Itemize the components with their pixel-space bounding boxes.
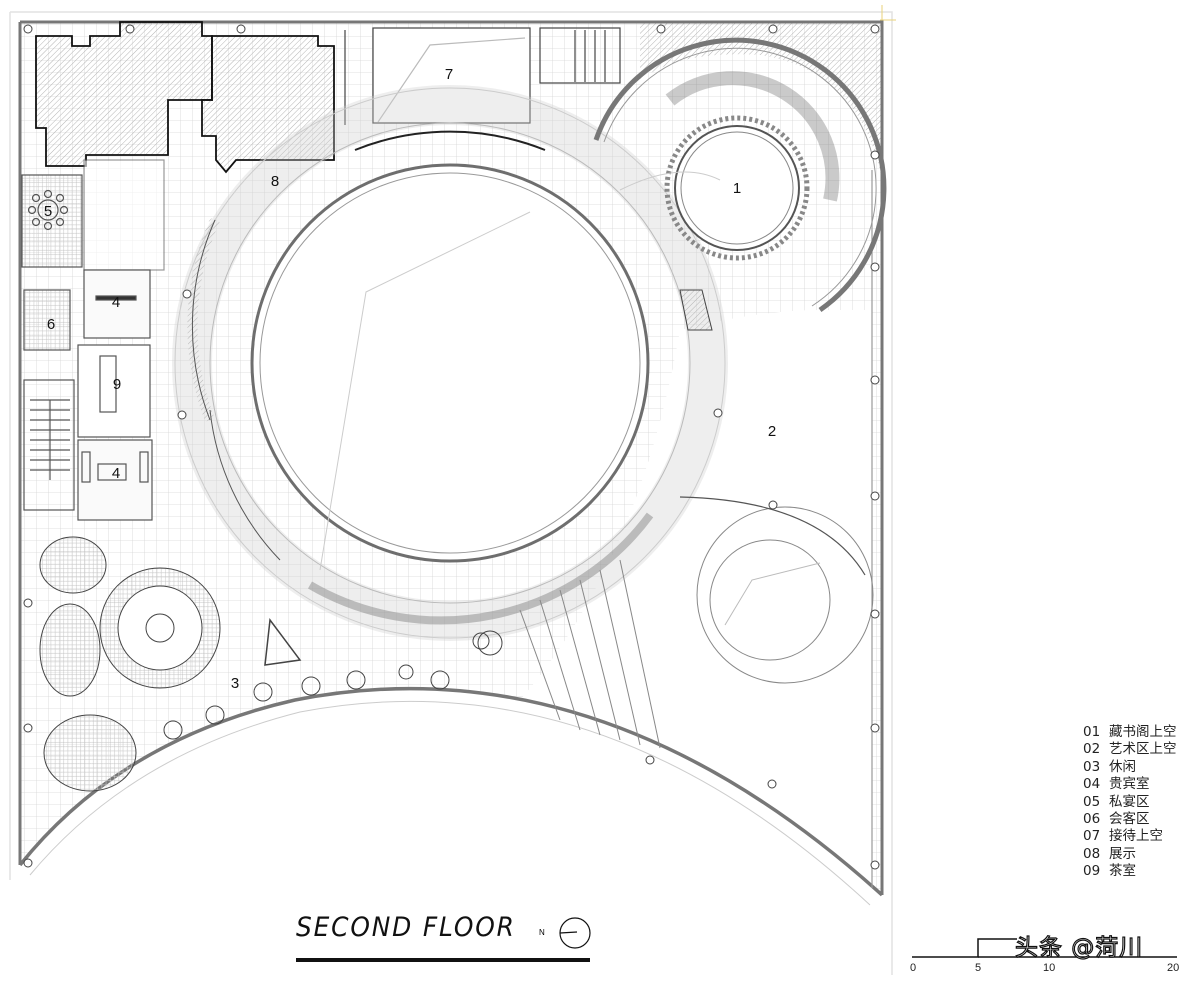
room-label-4: 4 — [112, 294, 120, 311]
room-label-4: 4 — [112, 465, 120, 482]
scale-bar-graphic — [912, 938, 1177, 958]
legend-item: 01 藏书阁上空 — [1083, 724, 1177, 741]
room-label-1: 1 — [733, 180, 741, 197]
legend-item: 05 私宴区 — [1083, 794, 1177, 811]
legend-item: 07 接待上空 — [1083, 828, 1177, 845]
legend-item-label: 休闲 — [1109, 758, 1136, 775]
scale-tick-5: 5 — [975, 962, 982, 974]
drawing-title: SECOND FLOOR — [296, 912, 516, 943]
room-label-8: 8 — [271, 173, 279, 190]
room-label-9: 9 — [113, 376, 121, 393]
legend-item-label: 茶室 — [1109, 863, 1136, 880]
legend-item-number: 03 — [1083, 758, 1101, 775]
legend-item-number: 02 — [1083, 741, 1101, 758]
legend-item-number: 06 — [1083, 811, 1101, 828]
north-arrow-icon — [559, 917, 591, 949]
legend-item-label: 接待上空 — [1109, 828, 1163, 845]
legend-item-number: 09 — [1083, 863, 1101, 880]
room-label-7: 7 — [445, 66, 453, 83]
legend-item-number: 04 — [1083, 776, 1101, 793]
legend-item-number: 01 — [1083, 724, 1101, 740]
service-block-left — [35, 21, 335, 174]
legend-item-label: 藏书阁上空 — [1109, 724, 1177, 740]
legend-item-label: 私宴区 — [1109, 793, 1150, 810]
scale-tick-0: 0 — [910, 962, 917, 974]
central-atrium — [172, 85, 728, 641]
room-label-3: 3 — [231, 675, 239, 692]
room-label-2: 2 — [768, 423, 776, 440]
north-label: N — [539, 928, 545, 937]
watermark: 头条 @菏川 — [1014, 934, 1144, 961]
legend-item: 03 休闲 — [1083, 759, 1177, 776]
legend-item-number: 07 — [1083, 828, 1101, 845]
legend-item-number: 08 — [1083, 845, 1101, 862]
drawing-title-block: SECOND FLOOR — [296, 912, 590, 962]
legend-item: 08 展示 — [1083, 846, 1177, 863]
room-label-6: 6 — [47, 316, 55, 333]
legend-item-label: 会客区 — [1109, 811, 1150, 828]
scale-bar: 0 5 10 20 — [905, 930, 1195, 988]
leisure-furniture — [39, 536, 503, 792]
legend-item: 06 会客区 — [1083, 811, 1177, 828]
legend-item-label: 展示 — [1109, 845, 1136, 862]
scale-tick-20: 20 — [1167, 962, 1180, 974]
legend-item-label: 贵宾室 — [1109, 776, 1150, 793]
art-area-stage — [519, 496, 874, 749]
structural-columns — [23, 24, 880, 870]
legend-item: 02 艺术区上空 — [1083, 741, 1177, 758]
legend-item: 09 茶室 — [1083, 863, 1177, 880]
library-void — [593, 37, 887, 331]
room-labels: 1 2 3 4 4 5 6 7 8 9 — [44, 66, 776, 692]
title-underline — [296, 958, 590, 962]
corner-marker — [880, 5, 896, 21]
scale-tick-10: 10 — [1043, 962, 1056, 974]
left-room-partitions — [21, 159, 165, 521]
site-outline — [9, 11, 893, 975]
legend-item-number: 05 — [1083, 793, 1101, 810]
legend-item-label: 艺术区上空 — [1109, 741, 1177, 758]
reception-void — [344, 27, 621, 125]
legend-item: 04 贵宾室 — [1083, 776, 1177, 793]
room-label-5: 5 — [44, 203, 52, 220]
